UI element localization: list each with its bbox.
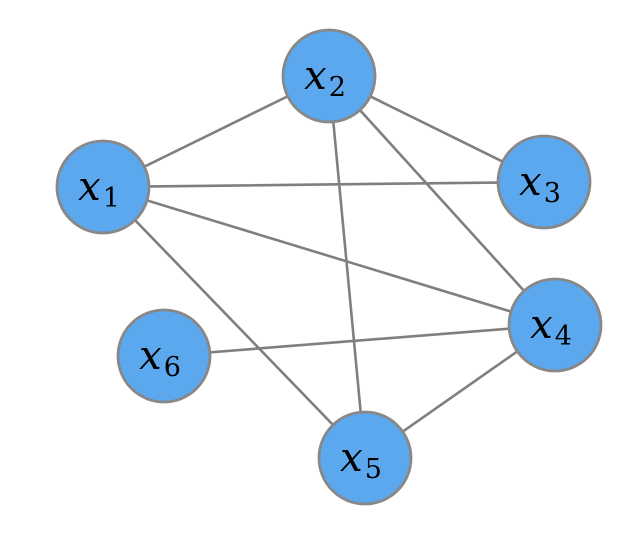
node-label-x2: x2	[304, 53, 346, 103]
node-x4[interactable]: x4	[507, 277, 603, 373]
node-label-x1: x1	[78, 164, 120, 214]
edge-x4-x6	[162, 323, 557, 358]
node-x3[interactable]: x3	[496, 134, 592, 230]
edge-x1-x5	[101, 185, 367, 460]
edge-x1-x4	[101, 185, 557, 327]
node-circle-x6[interactable]	[116, 308, 212, 404]
edge-x1-x3	[101, 180, 546, 189]
node-circle-x5[interactable]	[317, 410, 413, 506]
node-x5[interactable]: x5	[317, 410, 413, 506]
node-label-x5: x5	[340, 435, 382, 485]
edge-layer	[101, 74, 557, 460]
node-layer: x1 x2 x3 x4 x5 x6	[55, 28, 603, 506]
node-label-x4: x4	[530, 302, 572, 352]
node-x2[interactable]: x2	[281, 28, 377, 124]
node-circle-x2[interactable]	[281, 28, 377, 124]
edge-x2-x4	[327, 74, 557, 327]
edge-x2-x5	[327, 74, 367, 460]
node-circle-x4[interactable]	[507, 277, 603, 373]
node-x1[interactable]: x1	[55, 139, 151, 235]
node-x6[interactable]: x6	[116, 308, 212, 404]
node-label-x6: x6	[139, 333, 181, 383]
node-circle-x3[interactable]	[496, 134, 592, 230]
node-circle-x1[interactable]	[55, 139, 151, 235]
node-label-x3: x3	[519, 159, 561, 209]
